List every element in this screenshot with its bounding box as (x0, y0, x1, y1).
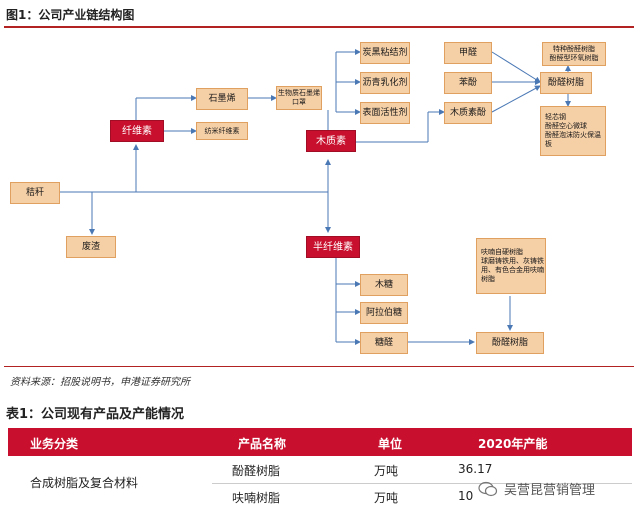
row-divider (212, 483, 632, 484)
node-banxianweisu: 半纤维素 (306, 236, 360, 258)
node-shengwuzhi: 生物质石墨烯口罩 (276, 86, 322, 110)
source-divider (4, 366, 634, 367)
node-xianweisu: 纤维素 (110, 120, 164, 142)
node-fenquan2: 酚醛树脂 (476, 332, 544, 354)
node-tezhong: 特种酚醛树脂 酚醛型环氧树脂 (542, 42, 606, 66)
node-fuwei: 呋喃自硬树脂 球磨铸铁用、灰铸铁用、有色合金用呋喃树脂 (476, 238, 546, 294)
wechat-icon (478, 481, 498, 496)
title-divider (4, 26, 634, 28)
watermark-text: 吴营昆营销管理 (504, 483, 596, 498)
node-liqing: 沥青乳化剂 (360, 72, 410, 94)
table-header: 业务分类 产品名称 单位 2020年产能 (8, 428, 632, 456)
header-capacity: 2020年产能 (478, 437, 548, 451)
node-muzhisufen: 木质素酚 (444, 102, 492, 124)
node-tanhei: 炭黑粘结剂 (360, 42, 410, 64)
source-note: 资料来源：招股说明书，申港证券研究所 (10, 377, 190, 388)
node-jiaquan: 甲醛 (444, 42, 492, 64)
node-fangmian: 纺米纤维素 (196, 122, 248, 140)
node-shimoxi: 石墨烯 (196, 88, 248, 110)
figure-title: 图1：公司产业链结构图 (6, 8, 135, 22)
cell-capacity-2: 10 (458, 489, 474, 503)
cell-unit-1: 万吨 (374, 464, 399, 478)
table-title: 表1：公司现有产品及产能情况 (6, 407, 185, 422)
flow-connectors (60, 49, 571, 345)
cell-product-2: 呋喃树脂 (232, 491, 281, 505)
cell-category: 合成树脂及复合材料 (30, 476, 139, 490)
node-jiegan: 秸秆 (10, 182, 60, 204)
node-mutang: 木糖 (360, 274, 408, 296)
cell-product-1: 酚醛树脂 (232, 464, 281, 478)
header-product: 产品名称 (238, 437, 287, 451)
cell-unit-2: 万吨 (374, 491, 399, 505)
node-biaomian: 表面活性剂 (360, 102, 410, 124)
header-unit: 单位 (378, 437, 403, 451)
node-tangquan: 糖醛 (360, 332, 408, 354)
node-fenquan1: 酚醛树脂 (540, 72, 592, 94)
cell-capacity-1: 36.17 (458, 462, 493, 476)
node-qingxin: 轻芯钢 酚醛空心微球 酚醛泡沫防火保温板 (540, 106, 606, 156)
node-muzhisu: 木质素 (306, 130, 356, 152)
watermark: 吴营昆营销管理 (478, 479, 595, 498)
node-benfen: 苯酚 (444, 72, 492, 94)
node-feizha: 废渣 (66, 236, 116, 258)
header-category: 业务分类 (30, 437, 79, 451)
node-alabo: 阿拉伯糖 (360, 302, 408, 324)
